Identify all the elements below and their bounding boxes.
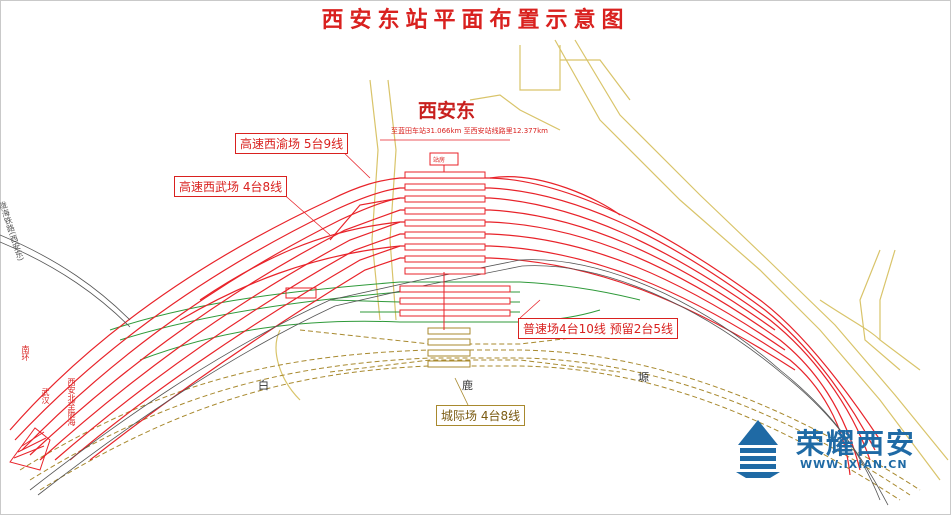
place-lu: 鹿 xyxy=(462,379,473,392)
intercity-platforms xyxy=(427,327,471,368)
yard-label-normal: 普速场4台10线 预留2台5线 xyxy=(518,318,678,339)
place-bai: 白 xyxy=(258,379,269,392)
diagram-title: 西安东站平面布置示意图 xyxy=(321,7,630,33)
yard-label-xiwu: 高速西武场 4台8线 xyxy=(174,176,288,197)
conventional-tracks xyxy=(0,234,889,506)
watermark-icon xyxy=(736,420,780,478)
station-name: 西安东 xyxy=(418,100,476,122)
side-label-wuhan: 武汉 xyxy=(41,388,50,404)
side-label-xiancheck: 西安北至陇海 xyxy=(67,378,76,426)
road-network xyxy=(275,39,949,481)
station-building-label: 站房 xyxy=(433,157,446,164)
intercity-tracks xyxy=(19,329,921,501)
high-speed-tracks xyxy=(9,176,881,476)
yard-label-intercity: 城际场 4台8线 xyxy=(436,405,526,426)
normal-platforms xyxy=(399,285,511,317)
hatched-area xyxy=(9,427,51,471)
place-yuan: 塬 xyxy=(638,371,649,384)
depot-box xyxy=(285,287,317,299)
watermark-text: 荣耀西安 xyxy=(796,427,917,460)
side-label-nanhuan: 南环 xyxy=(21,345,30,361)
station-subtitle: 至蓝田车站31.066km 至西安站线路里12.377km xyxy=(391,127,548,135)
watermark-url: WWW.IXIAN.CN xyxy=(800,458,908,471)
platforms xyxy=(404,171,486,275)
yard-label-xiyu: 高速西渝场 5台9线 xyxy=(235,133,349,154)
